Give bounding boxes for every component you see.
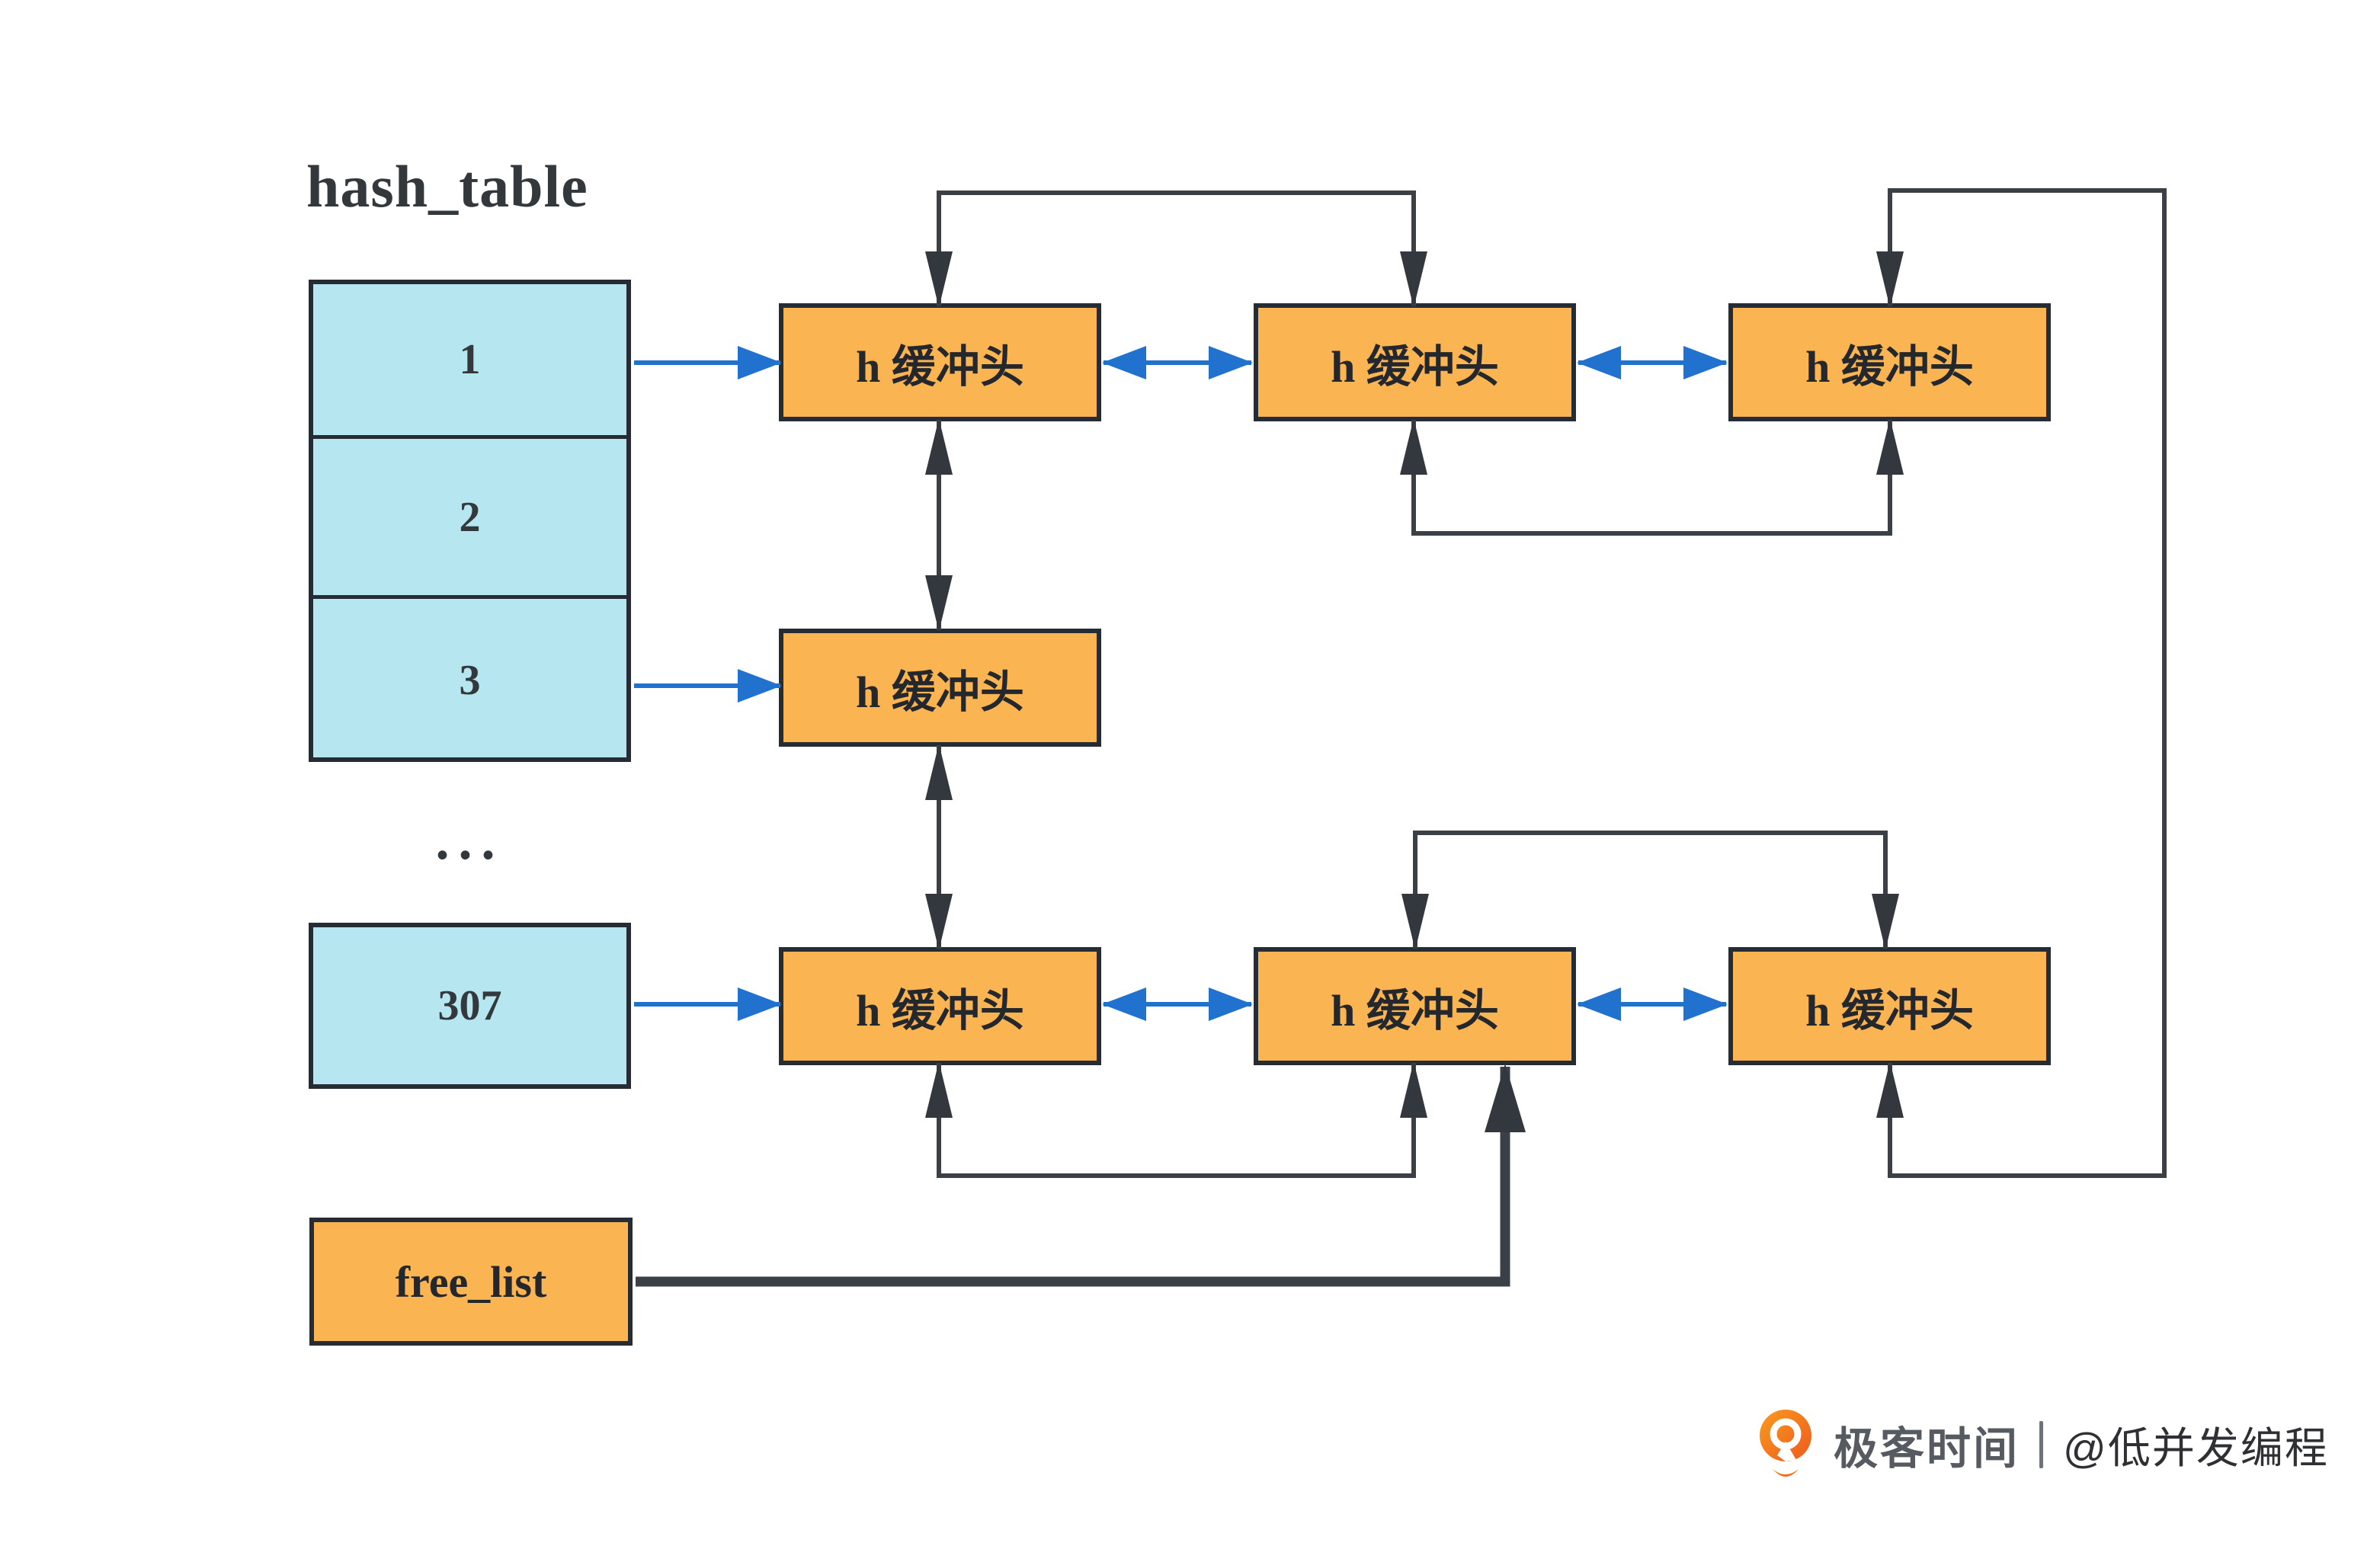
buffer-head-label: h 缓冲头 <box>1805 341 1974 392</box>
free-list-box: free_list <box>309 1218 633 1346</box>
buffer-head-row3-col1: h 缓冲头 <box>779 947 1101 1065</box>
hash-cell-1-label: 1 <box>459 336 481 383</box>
hash-table-array: 1 2 3 <box>309 280 631 762</box>
buffer-head-row1-col3: h 缓冲头 <box>1728 303 2051 421</box>
hash-array-ellipsis: ... <box>435 810 505 871</box>
buffer-head-label: h 缓冲头 <box>1805 985 1974 1035</box>
buffer-head-label: h 缓冲头 <box>1331 341 1499 392</box>
geektime-logo-icon <box>1760 1410 1811 1477</box>
buffer-head-label: h 缓冲头 <box>1331 985 1499 1035</box>
buffer-head-label: h 缓冲头 <box>856 985 1024 1035</box>
buffer-head-label: h 缓冲头 <box>856 667 1024 717</box>
hash-cell-2-label: 2 <box>459 493 481 541</box>
hash-cell-307-label: 307 <box>437 982 502 1029</box>
brand-name: 极客时间 <box>1834 1424 2020 1474</box>
page-title: hash_table <box>306 153 588 219</box>
hash-cell-3-label: 3 <box>459 656 481 704</box>
footer-watermark: 极客时间 @低并发编程 <box>1757 1408 2329 1481</box>
buffer-head-row3-col3: h 缓冲头 <box>1728 947 2051 1065</box>
arrow-freelist-to-buffer <box>636 1064 1526 1287</box>
footer-separator-bar <box>2039 1421 2044 1468</box>
hash-cell-1: 1 <box>313 284 626 439</box>
buffer-head-row1-col1: h 缓冲头 <box>779 303 1101 421</box>
hash-cell-3: 3 <box>313 599 626 761</box>
loop-bottom-row3-buf1-buf2 <box>925 1061 1427 1178</box>
buffer-head-row2-col1: h 缓冲头 <box>779 629 1101 747</box>
loop-top-buf1-buf2 <box>925 190 1427 308</box>
author-handle: @低并发编程 <box>2063 1423 2329 1472</box>
buffer-head-label: h 缓冲头 <box>856 341 1024 392</box>
hash-cell-2: 2 <box>313 439 626 599</box>
buffer-head-row3-col2: h 缓冲头 <box>1254 947 1576 1065</box>
buffer-head-row1-col2: h 缓冲头 <box>1254 303 1576 421</box>
hash-cell-307: 307 <box>309 923 631 1089</box>
loop-bottom-buf2-buf3 <box>1400 418 1904 536</box>
free-list-label: free_list <box>395 1256 547 1307</box>
loop-top-row3-buf2-buf3 <box>1401 831 1899 950</box>
